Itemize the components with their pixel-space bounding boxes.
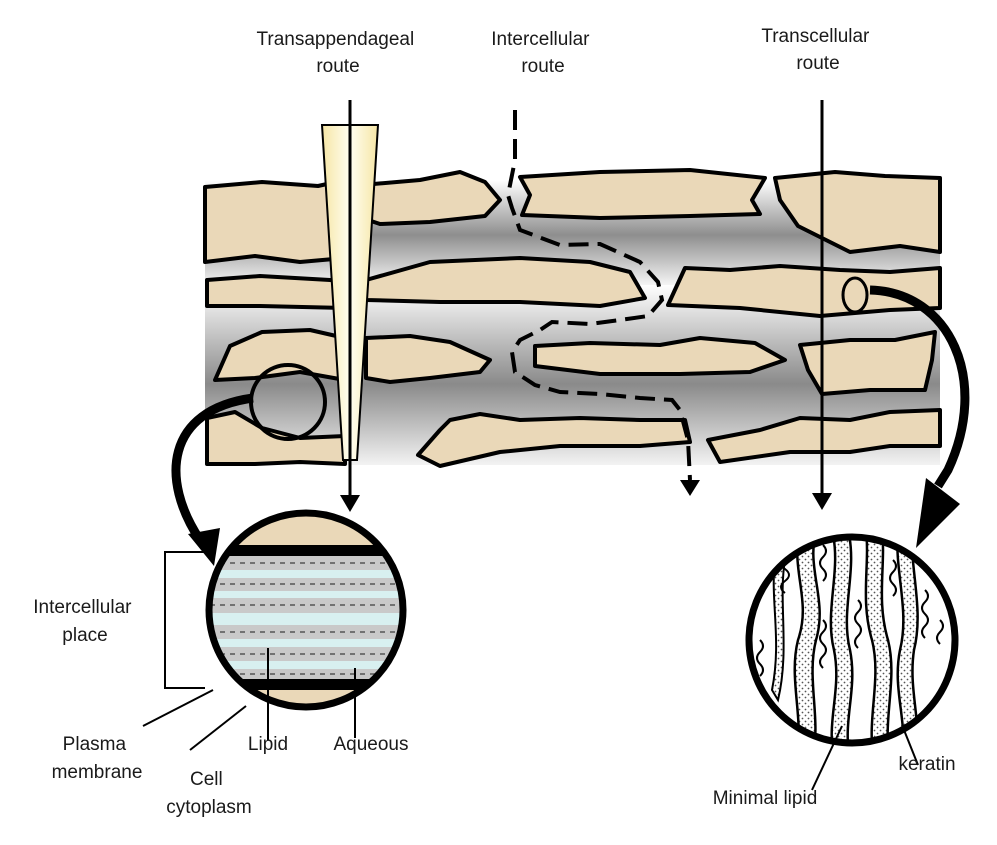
keratin-label: keratin bbox=[898, 754, 955, 775]
corneocytes bbox=[203, 168, 942, 468]
leader-lines bbox=[142, 648, 919, 791]
corneocyte bbox=[416, 412, 692, 468]
aqueous-label: Aqueous bbox=[333, 734, 408, 755]
magnify-arrow-left bbox=[171, 393, 254, 566]
intercellular-route-path bbox=[505, 110, 700, 496]
transappendageal-route-label: Transappendageal route bbox=[256, 29, 419, 77]
minimal-lipid-label: Minimal lipid bbox=[713, 788, 818, 809]
intercellular-place-line1: Intercellular bbox=[33, 597, 132, 618]
corneocyte bbox=[798, 330, 937, 396]
corneocyte bbox=[203, 178, 347, 264]
transappendageal-label-line1: Transappendageal bbox=[256, 29, 414, 50]
cell-cytoplasm-line1: Cell bbox=[190, 769, 223, 790]
plasma-membrane-label: Plasma membrane bbox=[52, 734, 143, 783]
intercellular-place-line2: place bbox=[62, 625, 107, 646]
corneocyte bbox=[533, 336, 787, 376]
transappendageal-label-line2: route bbox=[316, 56, 359, 77]
transcellular-label-line1: Transcellular bbox=[761, 26, 870, 47]
intercellular-place-label: Intercellular place bbox=[33, 597, 137, 646]
zoom-indicator-transcellular bbox=[841, 276, 869, 314]
corneocyte bbox=[706, 408, 942, 464]
lipid-label: Lipid bbox=[248, 734, 288, 755]
transcellular-route-path bbox=[812, 100, 832, 510]
corneocyte bbox=[773, 170, 942, 254]
intercellular-place-bracket bbox=[164, 551, 205, 689]
transcellular-label-line2: route bbox=[796, 53, 839, 74]
appendage-duct bbox=[320, 100, 380, 512]
plasma-membrane-line2: membrane bbox=[52, 762, 143, 783]
intercellular-label-line1: Intercellular bbox=[491, 29, 590, 50]
intercellular-label-line2: route bbox=[521, 56, 564, 77]
intercellular-magnified-view bbox=[205, 509, 407, 711]
cell-cytoplasm-line2: cytoplasm bbox=[166, 797, 252, 818]
intercellular-route-label: Intercellular route bbox=[491, 29, 595, 77]
corneocyte bbox=[364, 334, 492, 384]
transcellular-magnified-view bbox=[745, 533, 959, 747]
corneocyte bbox=[518, 168, 767, 220]
corneocyte bbox=[364, 256, 647, 308]
transcellular-route-label: Transcellular route bbox=[761, 26, 874, 74]
corneocyte bbox=[666, 264, 942, 318]
corneocyte bbox=[360, 170, 502, 226]
magnify-arrow-right bbox=[869, 285, 970, 548]
corneocyte bbox=[205, 274, 347, 310]
cell-cytoplasm-label: Cell cytoplasm bbox=[166, 769, 252, 818]
plasma-membrane-line1: Plasma bbox=[63, 734, 127, 755]
